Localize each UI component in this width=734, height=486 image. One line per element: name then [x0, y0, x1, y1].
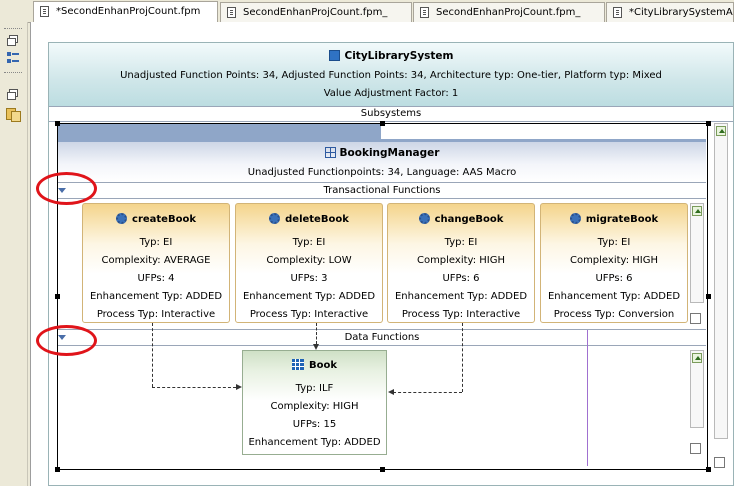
system-icon — [328, 50, 340, 61]
transaction-process: Process Typ: Conversion — [553, 309, 675, 320]
transaction-process: Process Typ: Interactive — [249, 309, 369, 320]
subsystem-title: BookingManager — [58, 147, 706, 159]
editor-tab-bar: *SecondEnhanProjCount.fpm SecondEnhanPro… — [0, 0, 734, 23]
scroll-up-icon[interactable] — [692, 353, 702, 363]
resize-handle[interactable] — [55, 467, 60, 472]
gear-icon — [418, 213, 430, 224]
transaction-ufps: UFPs: 3 — [290, 273, 328, 284]
resize-handle[interactable] — [706, 467, 711, 472]
transactional-scrollbar[interactable] — [690, 203, 704, 303]
transactional-functions-label: Transactional Functions — [323, 185, 441, 196]
divider — [58, 198, 706, 199]
arrow-head-icon — [236, 384, 242, 390]
guide-line — [587, 330, 588, 466]
resize-handle[interactable] — [706, 121, 711, 126]
data-function-enhancement: Enhancement Typ: ADDED — [248, 437, 381, 448]
system-header — [49, 43, 733, 106]
transaction-complexity: Complexity: HIGH — [569, 255, 659, 266]
resize-handle[interactable] — [706, 294, 711, 299]
transaction-enhancement: Enhancement Typ: ADDED — [547, 291, 681, 302]
connection-create-book[interactable] — [152, 323, 153, 387]
transaction-typ: Typ: EI — [597, 237, 631, 248]
transaction-process: Process Typ: Interactive — [401, 309, 521, 320]
highlight-ellipse — [36, 325, 97, 356]
table-icon — [291, 359, 304, 370]
scroll-up-icon[interactable] — [692, 206, 702, 216]
system-title: CityLibrarySystem — [49, 50, 733, 62]
scroll-up-icon[interactable] — [716, 126, 726, 136]
divider — [49, 106, 733, 107]
tab-city-library-system-appl[interactable]: *CityLibrarySystemAppl — [606, 2, 734, 22]
properties-icon[interactable] — [6, 108, 21, 122]
data-functions-scrollbar[interactable] — [690, 350, 704, 428]
arrow-head-icon — [388, 389, 394, 395]
data-function-complexity: Complexity: HIGH — [270, 401, 359, 412]
transaction-card-delete-book[interactable]: deleteBook Typ: EI Complexity: LOW UFPs:… — [235, 203, 383, 323]
data-functions-label: Data Functions — [344, 332, 420, 343]
system-vaf: Value Adjustment Factor: 1 — [323, 88, 459, 99]
arrow-head-icon — [313, 344, 319, 350]
resize-handle[interactable] — [380, 121, 385, 126]
transaction-complexity: Complexity: LOW — [266, 255, 352, 266]
data-function-typ: Typ: ILF — [295, 383, 334, 394]
transaction-enhancement: Enhancement Typ: ADDED — [89, 291, 223, 302]
gear-icon — [116, 213, 128, 224]
tab-second-enhan-proj-count-modified[interactable]: *SecondEnhanProjCount.fpm — [33, 1, 218, 23]
transaction-card-create-book[interactable]: createBook Typ: EI Complexity: AVERAGE U… — [82, 203, 230, 323]
gear-icon — [269, 213, 281, 224]
file-icon — [420, 7, 429, 18]
toolbar-grip — [4, 28, 22, 31]
transaction-enhancement: Enhancement Typ: ADDED — [394, 291, 528, 302]
subsystem-header-blank — [381, 124, 706, 139]
divider — [58, 329, 706, 330]
file-icon — [613, 7, 622, 18]
transaction-complexity: Complexity: HIGH — [416, 255, 506, 266]
transaction-ufps: UFPs: 6 — [595, 273, 633, 284]
transaction-typ: Typ: EI — [292, 237, 326, 248]
gear-icon — [569, 213, 581, 224]
connection-delete-book[interactable] — [316, 323, 317, 344]
highlight-ellipse — [36, 172, 97, 205]
toolbar-grip — [4, 72, 22, 75]
file-icon — [40, 6, 49, 17]
data-function-card-book[interactable]: Book Typ: ILF Complexity: HIGH UFPs: 15 … — [242, 350, 387, 455]
subsystem-summary: Unadjusted Functionpoints: 34, Language:… — [247, 167, 517, 178]
restore-icon[interactable] — [6, 88, 20, 100]
transaction-typ: Typ: EI — [444, 237, 478, 248]
file-icon — [227, 7, 236, 18]
compartment-toggle-checkbox[interactable] — [690, 313, 701, 324]
subsystems-scrollbar[interactable] — [714, 123, 728, 439]
palette-toolbar — [0, 22, 28, 486]
transaction-enhancement: Enhancement Typ: ADDED — [242, 291, 376, 302]
connection-create-book[interactable] — [152, 387, 236, 388]
system-summary: Unadjusted Function Points: 34, Adjusted… — [120, 70, 662, 81]
connection-change-book[interactable] — [462, 323, 463, 392]
connection-change-book[interactable] — [393, 392, 462, 393]
compartment-toggle-checkbox[interactable] — [690, 443, 701, 454]
transaction-ufps: UFPs: 4 — [137, 273, 175, 284]
transaction-card-migrate-book[interactable]: migrateBook Typ: EI Complexity: HIGH UFP… — [540, 203, 688, 323]
resize-handle[interactable] — [380, 467, 385, 472]
divider — [58, 345, 706, 346]
transaction-card-change-book[interactable]: changeBook Typ: EI Complexity: HIGH UFPs… — [387, 203, 535, 323]
outline-icon[interactable] — [6, 52, 20, 64]
transaction-process: Process Typ: Interactive — [96, 309, 216, 320]
tab-second-enhan-proj-count-2[interactable]: SecondEnhanProjCount.fpm_ — [413, 2, 605, 22]
tab-second-enhan-proj-count-1[interactable]: SecondEnhanProjCount.fpm_ — [220, 2, 412, 22]
transaction-typ: Typ: EI — [139, 237, 173, 248]
component-icon — [324, 147, 336, 158]
divider — [49, 121, 733, 122]
data-function-ufps: UFPs: 15 — [292, 419, 337, 430]
compartment-toggle-checkbox[interactable] — [714, 457, 725, 468]
resize-handle[interactable] — [55, 121, 60, 126]
resize-handle[interactable] — [55, 294, 60, 299]
transaction-complexity: Complexity: AVERAGE — [101, 255, 211, 266]
transaction-ufps: UFPs: 6 — [442, 273, 480, 284]
restore-icon[interactable] — [6, 34, 20, 46]
divider — [58, 182, 706, 183]
subsystems-label: Subsystems — [360, 108, 422, 119]
